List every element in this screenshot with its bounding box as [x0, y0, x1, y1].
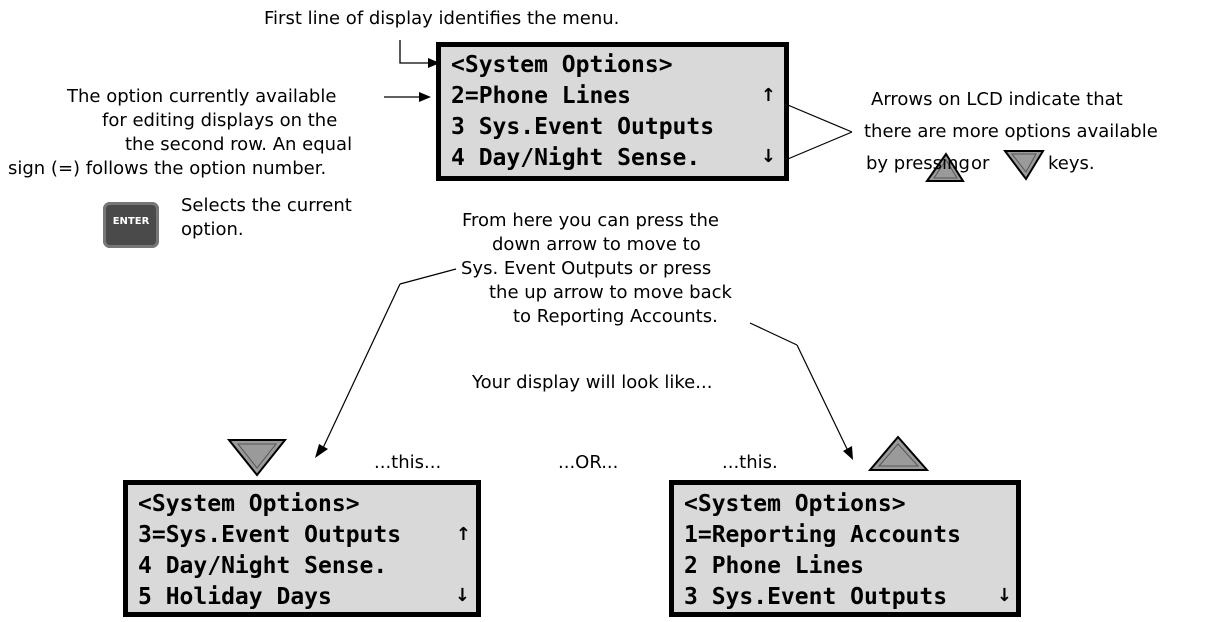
selects-note-line2: option. — [181, 219, 244, 240]
lcd-left-row-2: 3=Sys.Event Outputs — [138, 522, 402, 548]
arrows-note-line3a: by pressing — [866, 153, 970, 174]
this-right-label: ...this. — [722, 452, 778, 473]
option-arrowhead — [419, 92, 431, 102]
enter-key-icon: ENTER — [103, 202, 159, 248]
arrows-note-line3c: keys. — [1048, 153, 1095, 174]
your-display-note: Your display will look like... — [472, 372, 713, 393]
from-note-line2: down arrow to move to — [492, 234, 701, 255]
lcd-right-row-1: <System Options> — [684, 491, 906, 517]
lcd-main-row-1: <System Options> — [451, 52, 673, 78]
lcd-main-row-4: 4 Day/Night Sense. — [451, 145, 701, 171]
up-key-icon — [925, 152, 965, 182]
or-label: ...OR... — [558, 452, 619, 473]
from-left-arrowhead — [315, 444, 328, 458]
from-note-line5: to Reporting Accounts. — [513, 306, 718, 327]
lcd-left-row-1: <System Options> — [138, 491, 360, 517]
lcd-left-row-3: 4 Day/Night Sense. — [138, 553, 388, 579]
option-note-line1: The option currently available — [67, 86, 337, 107]
up-arrow-icon: ↑ — [455, 524, 471, 545]
arrows-note-line3b: or — [971, 153, 990, 174]
lcd-right: <System Options> 1=Reporting Accounts 2 … — [669, 480, 1021, 617]
first-line-connector — [399, 40, 428, 64]
down-key-icon — [226, 439, 288, 477]
option-note-line2: for editing displays on the — [102, 110, 338, 131]
arrows-note-line1: Arrows on LCD indicate that — [871, 89, 1123, 110]
from-note-line1: From here you can press the — [462, 210, 719, 231]
option-note-line4: sign (=) follows the option number. — [8, 158, 327, 179]
lcd-main-row-2: 2=Phone Lines — [451, 83, 632, 109]
lcd-right-row-4: 3 Sys.Event Outputs — [684, 584, 948, 610]
first-line-note: First line of display identifies the men… — [264, 8, 620, 29]
from-right-arrowhead — [843, 446, 853, 460]
from-line-left-a — [399, 268, 457, 285]
lcd-main: <System Options> 2=Phone Lines 3 Sys.Eve… — [436, 42, 789, 181]
selects-note-line1: Selects the current — [181, 195, 352, 216]
from-line-right-a — [749, 322, 798, 346]
down-arrow-icon: ↓ — [760, 146, 776, 167]
bracket-upper — [782, 102, 853, 133]
up-key-icon — [867, 435, 930, 471]
from-line-right-b — [796, 344, 849, 452]
arrows-note-line2: there are more options available — [864, 121, 1158, 142]
from-line-left-b — [322, 283, 401, 449]
down-arrow-icon: ↓ — [996, 585, 1012, 606]
enter-key-label: ENTER — [112, 216, 150, 227]
down-key-icon — [1003, 150, 1045, 181]
this-left-label: ...this... — [374, 452, 442, 473]
lcd-right-row-3: 2 Phone Lines — [684, 553, 865, 579]
lcd-left: <System Options> 3=Sys.Event Outputs 4 D… — [123, 480, 481, 617]
from-note-line3: Sys. Event Outputs or press — [461, 258, 712, 279]
lcd-right-row-2: 1=Reporting Accounts — [684, 522, 961, 548]
from-note-line4: the up arrow to move back — [489, 282, 732, 303]
down-arrow-icon: ↓ — [454, 585, 470, 606]
lcd-left-row-4: 5 Holiday Days — [138, 584, 332, 610]
bracket-lower — [782, 131, 853, 162]
first-line-arrowhead — [428, 58, 440, 68]
lcd-main-row-3: 3 Sys.Event Outputs — [451, 114, 715, 140]
up-arrow-icon: ↑ — [760, 85, 776, 106]
option-note-line3: the second row. An equal — [125, 134, 353, 155]
